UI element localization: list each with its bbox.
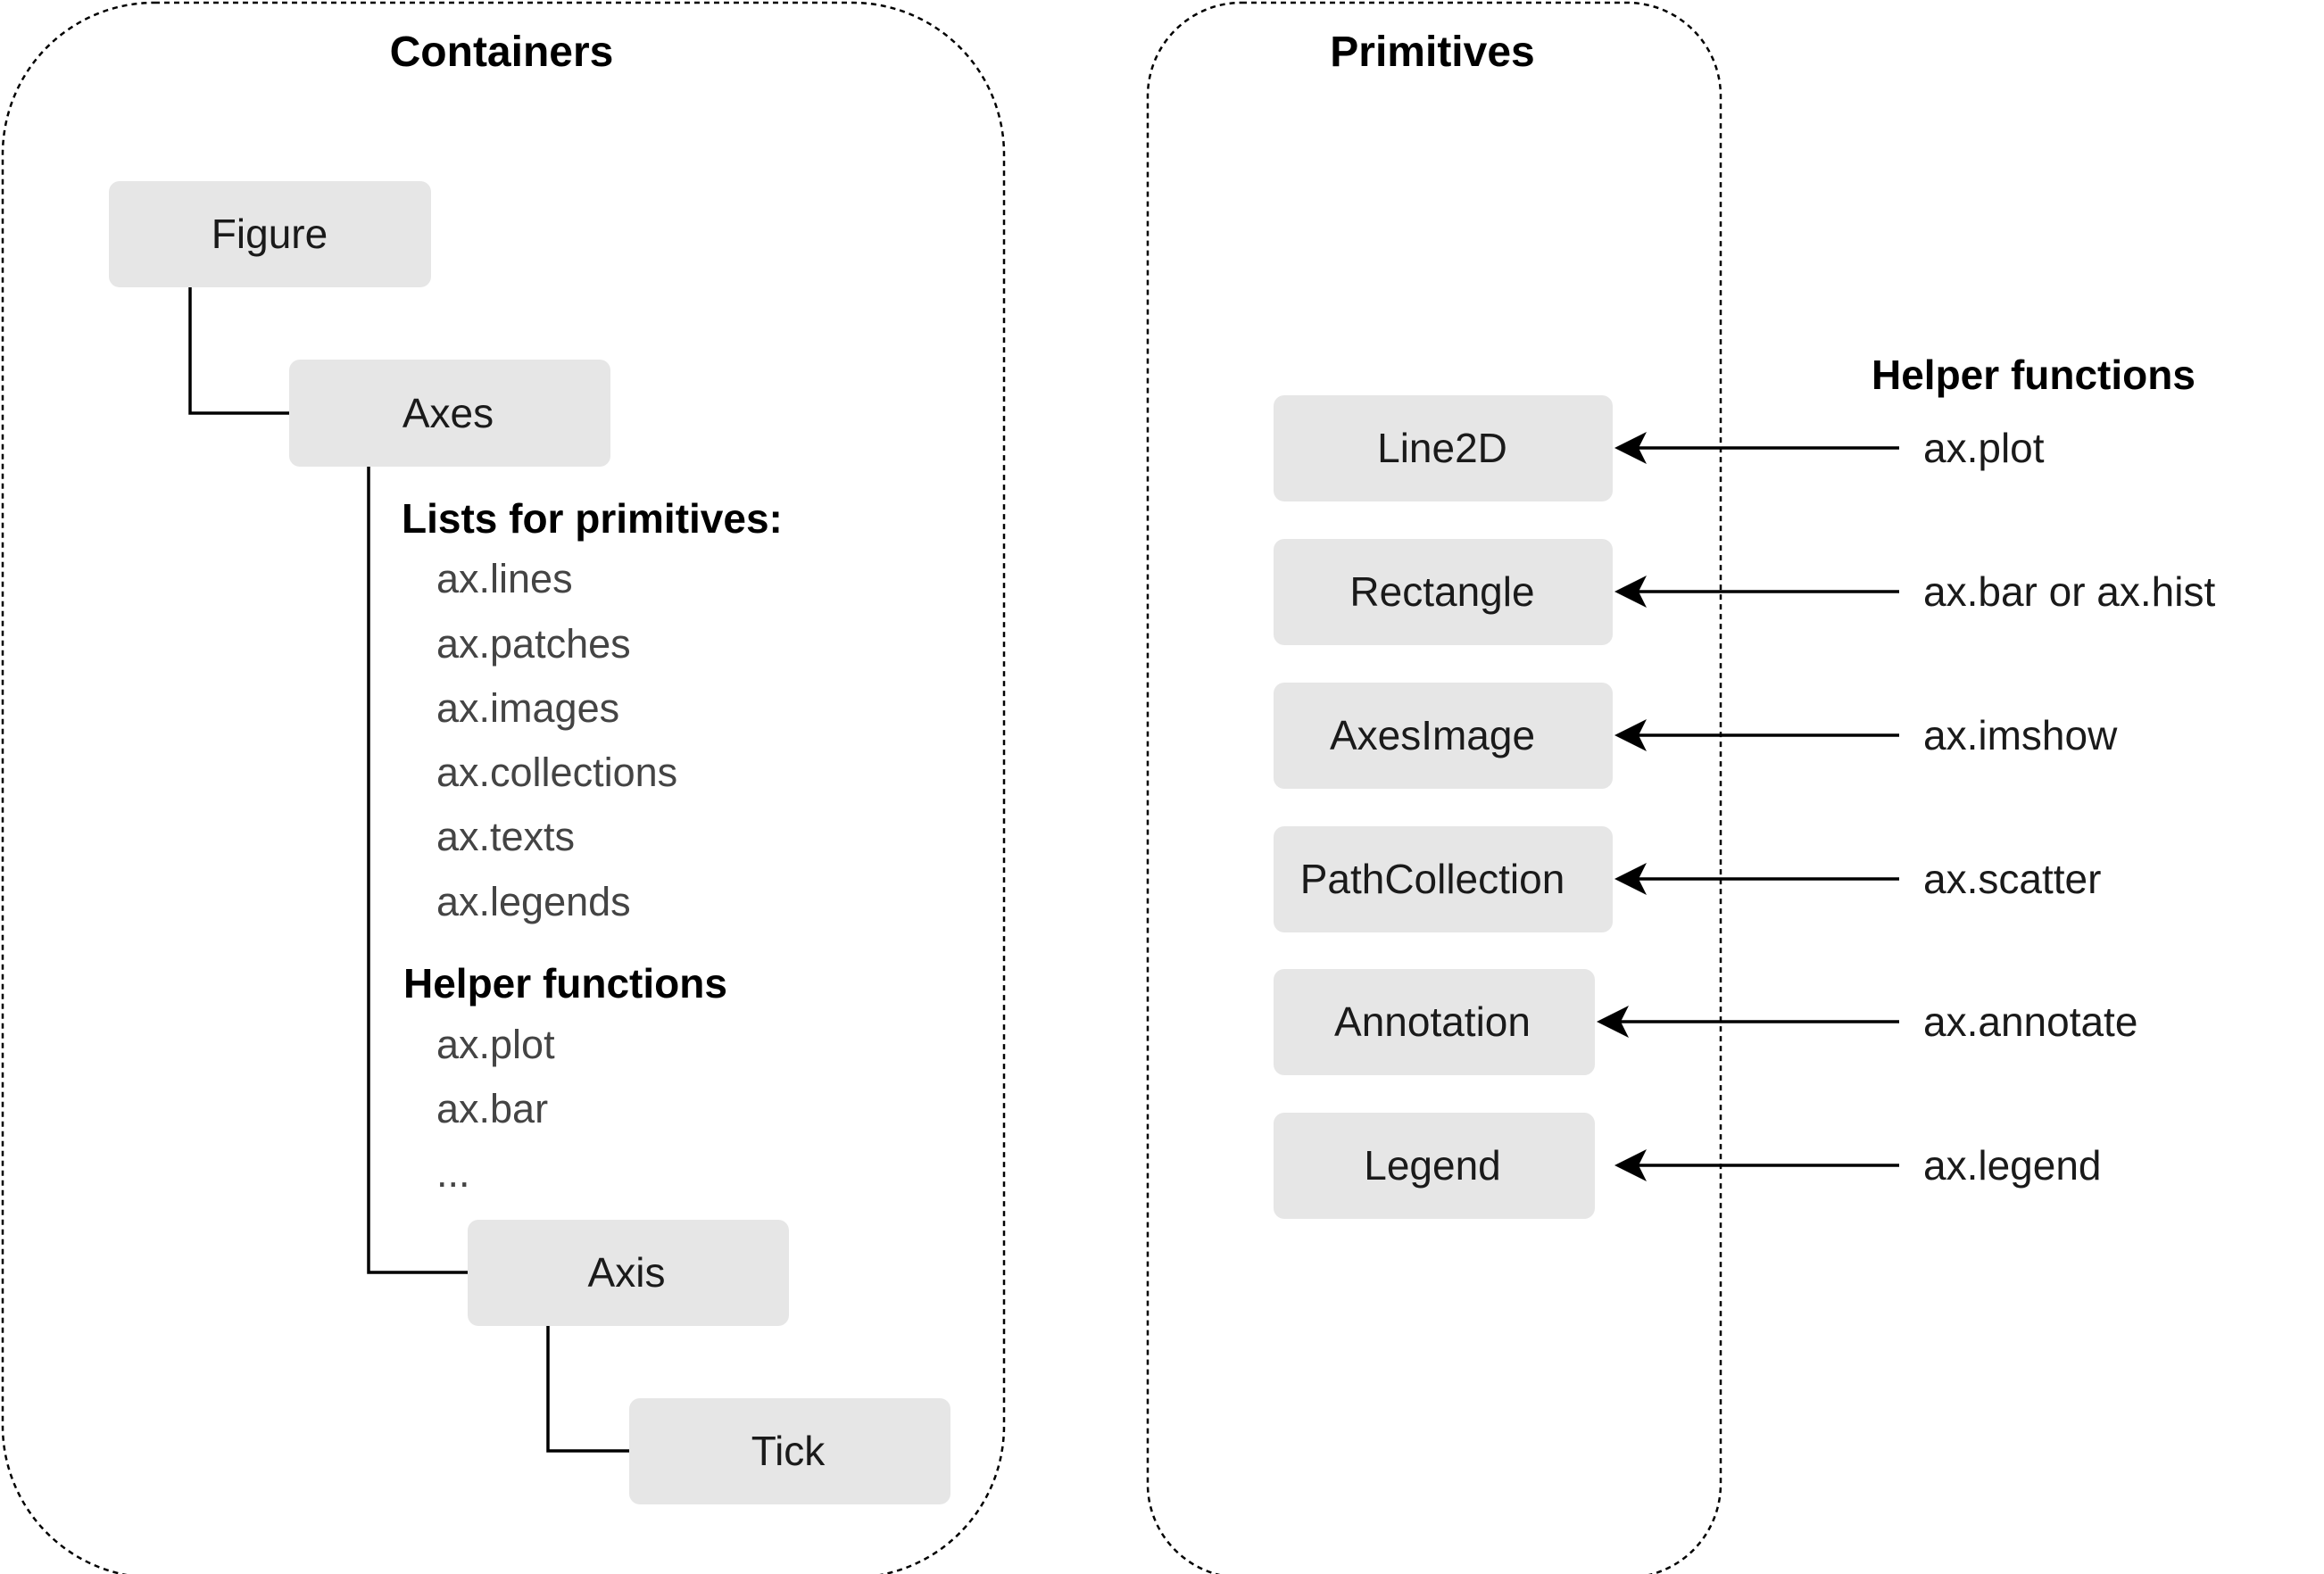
primitive-row-annotation: Annotation ax.annotate xyxy=(1274,969,2137,1075)
helper-func-annotation: ax.annotate xyxy=(1923,998,2137,1045)
arrow-pathcollection-head xyxy=(1614,863,1647,895)
list-item-collections: ax.collections xyxy=(436,750,677,795)
primitive-row-pathcollection: PathCollection ax.scatter xyxy=(1274,826,2101,932)
primitive-row-legend: Legend ax.legend xyxy=(1274,1113,2102,1219)
containers-helper-heading: Helper functions xyxy=(403,960,727,1007)
node-rectangle-label: Rectangle xyxy=(1349,568,1534,615)
node-tick-label: Tick xyxy=(751,1428,826,1474)
arrow-rectangle-head xyxy=(1614,576,1647,608)
node-line2d-label: Line2D xyxy=(1377,425,1507,471)
list-item-patches: ax.patches xyxy=(436,621,631,667)
containers-panel-border xyxy=(1,1,1006,1574)
node-pathcollection-box xyxy=(1274,826,1613,932)
node-figure-label: Figure xyxy=(212,211,328,257)
node-figure-box xyxy=(109,181,431,287)
node-annotation-box xyxy=(1274,969,1595,1075)
arrow-legend-head xyxy=(1614,1149,1647,1181)
lists-heading: Lists for primitives: xyxy=(402,495,783,542)
primitives-panel: Primitives xyxy=(1146,1,1722,1574)
helper-func-rectangle: ax.bar or ax.hist xyxy=(1923,568,2215,615)
connector-axes-axis xyxy=(367,467,468,1274)
connector-figure-axes xyxy=(188,287,289,415)
node-axis: Axis xyxy=(468,1220,789,1326)
node-legend-box xyxy=(1274,1113,1595,1219)
node-pathcollection-label: PathCollection xyxy=(1300,856,1565,902)
primitive-lists: ax.lines ax.patches ax.images ax.collect… xyxy=(436,556,677,924)
primitive-row-rectangle: Rectangle ax.bar or ax.hist xyxy=(1274,539,2215,645)
helper-func-legend: ax.legend xyxy=(1923,1142,2102,1189)
list-item-images: ax.images xyxy=(436,685,619,731)
helper-func-axesimage: ax.imshow xyxy=(1923,712,2118,758)
primitives-helper-heading: Helper functions xyxy=(1872,352,2195,398)
primitive-row-axesimage: AxesImage ax.imshow xyxy=(1274,683,2118,789)
list-item-legends: ax.legends xyxy=(436,879,631,924)
arrow-annotation-head xyxy=(1597,1006,1629,1038)
helper-item-ellipsis: ... xyxy=(436,1150,470,1196)
helper-func-line2d: ax.plot xyxy=(1923,425,2045,471)
connector-axis-tick xyxy=(546,1326,629,1453)
arrow-line2d-head xyxy=(1614,432,1647,464)
containers-panel: Containers Figure Axes Lists for primiti… xyxy=(1,1,1006,1574)
arrow-axesimage-head xyxy=(1614,719,1647,751)
node-annotation-label: Annotation xyxy=(1334,998,1531,1045)
node-axes-label: Axes xyxy=(403,390,494,436)
node-legend-label: Legend xyxy=(1364,1142,1501,1189)
primitives-title: Primitives xyxy=(1330,29,1534,76)
node-axesimage-box xyxy=(1274,683,1613,789)
node-rectangle-box xyxy=(1274,539,1613,645)
list-item-texts: ax.texts xyxy=(436,814,575,859)
node-axes-box xyxy=(289,360,610,467)
helper-item-bar: ax.bar xyxy=(436,1086,548,1131)
node-tick: Tick xyxy=(629,1398,950,1504)
node-line2d-box xyxy=(1274,395,1613,501)
node-axesimage-label: AxesImage xyxy=(1330,712,1535,758)
list-item-lines: ax.lines xyxy=(436,556,573,601)
node-axis-label: Axis xyxy=(588,1249,666,1296)
primitives-panel-border xyxy=(1146,1,1722,1574)
primitive-row-line2d: Line2D ax.plot xyxy=(1274,395,2045,501)
containers-title: Containers xyxy=(390,29,614,76)
helper-func-pathcollection: ax.scatter xyxy=(1923,856,2101,902)
node-figure: Figure xyxy=(109,181,431,287)
helper-item-plot: ax.plot xyxy=(436,1022,555,1067)
containers-helper-list: ax.plot ax.bar ... xyxy=(436,1022,555,1196)
node-axis-box xyxy=(468,1220,789,1326)
node-axes: Axes xyxy=(289,360,610,467)
node-tick-box xyxy=(629,1398,950,1504)
